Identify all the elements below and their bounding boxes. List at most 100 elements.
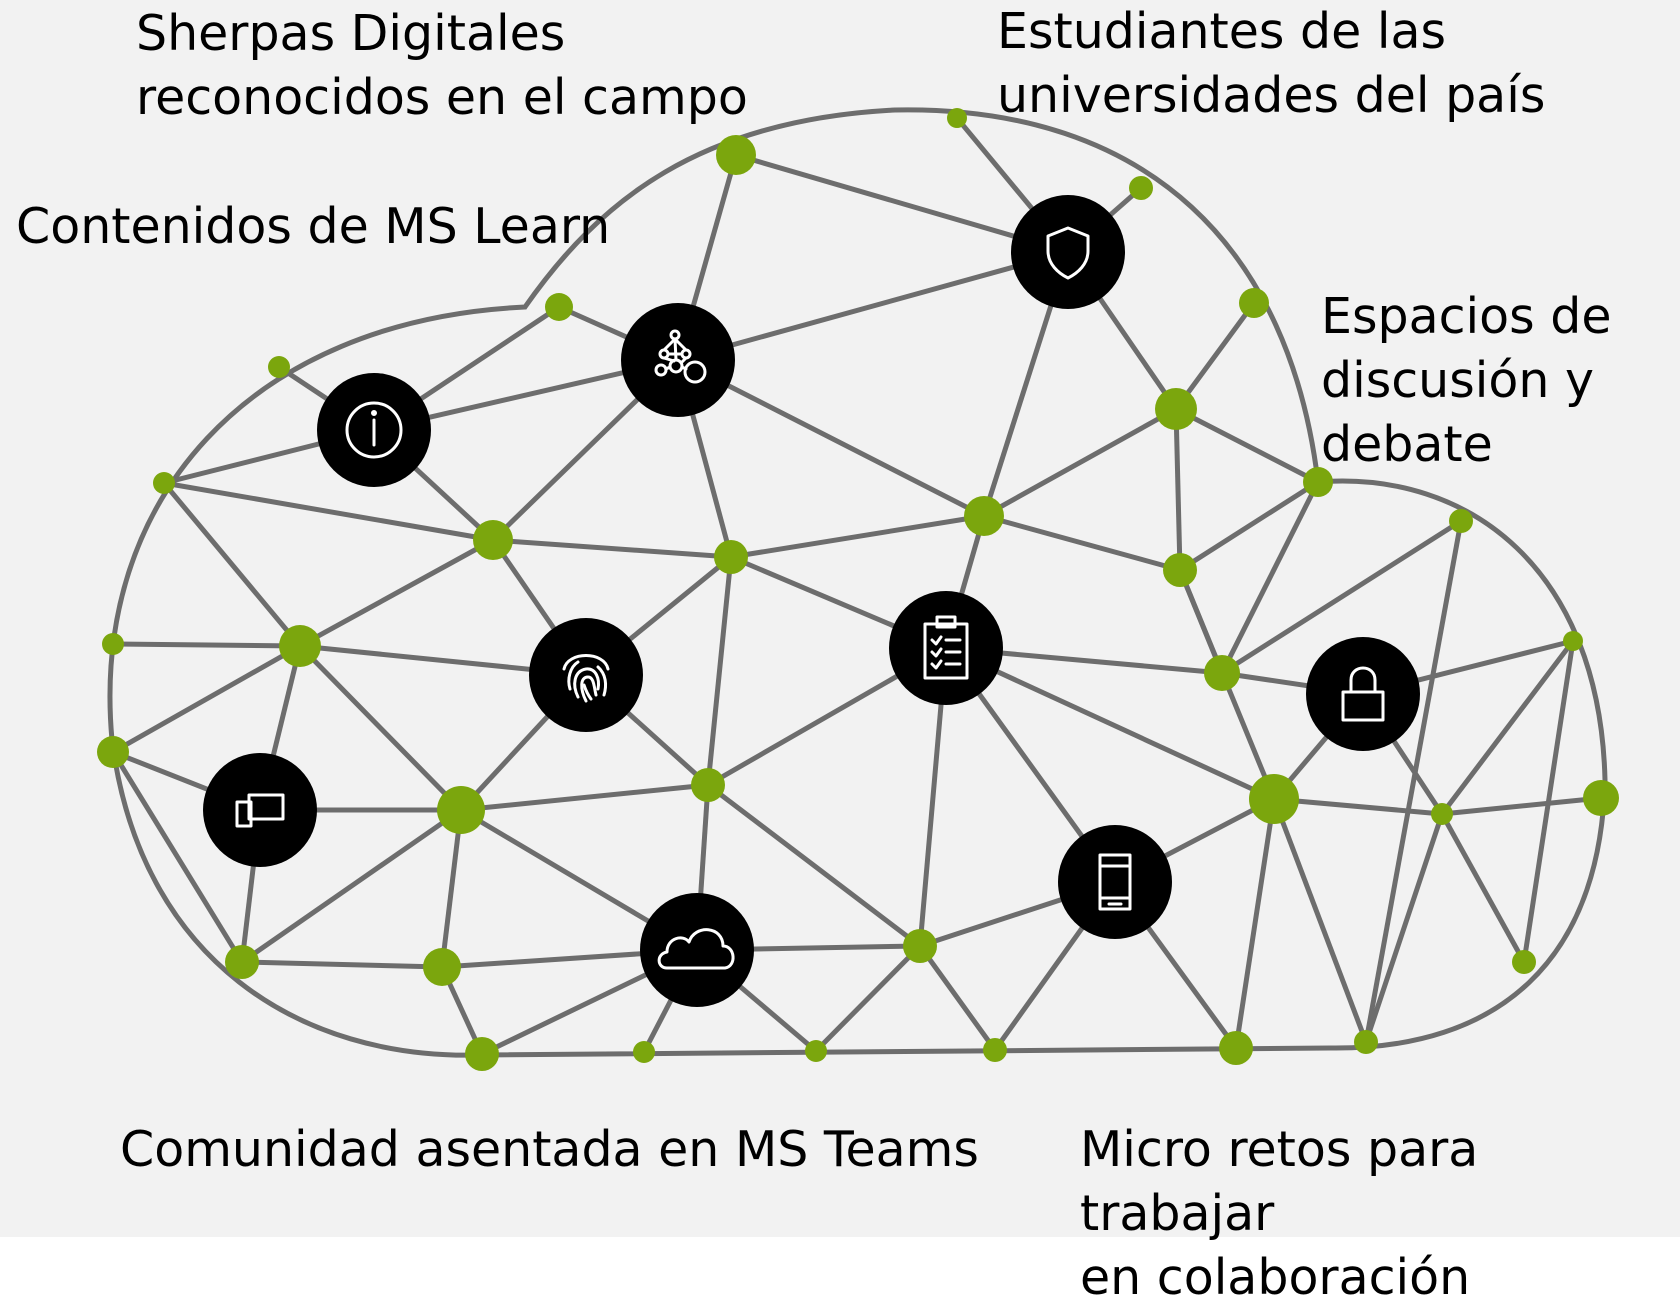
label-estudiantes: Estudiantes de las universidades del paí… — [997, 3, 1546, 124]
network-edge — [1363, 520, 1464, 1043]
network-nodes — [97, 108, 1619, 1071]
label-micro-retos: Micro retos para trabajar en colaboració… — [1080, 1121, 1479, 1306]
lock-icon — [1306, 637, 1420, 751]
network-node — [716, 135, 756, 175]
network-edge — [1174, 406, 1320, 485]
network-node — [268, 356, 290, 378]
clipboard-checklist-icon — [889, 591, 1003, 705]
network-node — [947, 108, 967, 128]
lock-icon-glyph — [1341, 666, 1385, 722]
icon-circle — [1058, 825, 1172, 939]
network-node — [225, 945, 259, 979]
network-edge — [460, 782, 709, 813]
network-node — [1155, 388, 1197, 430]
fingerprint-icon-glyph — [562, 654, 610, 703]
network-node — [1163, 553, 1197, 587]
network-edge — [492, 537, 732, 560]
icon-circle — [203, 753, 317, 867]
icon-hubs — [203, 195, 1420, 1007]
network-node — [1204, 655, 1240, 691]
network-node — [805, 1040, 827, 1062]
cloud-network-diagram — [97, 107, 1619, 1071]
network-node — [473, 520, 513, 560]
shield-icon-glyph — [1046, 226, 1090, 280]
network-edge — [814, 944, 922, 1053]
network-edge — [1441, 795, 1602, 817]
network-node — [97, 736, 129, 768]
network-edge — [298, 537, 495, 649]
network-edge — [1173, 408, 1183, 571]
shield-icon — [1011, 195, 1125, 309]
network-node — [714, 540, 748, 574]
network-edge — [163, 480, 494, 543]
icon-circle — [640, 893, 754, 1007]
network-edge — [112, 641, 301, 649]
network-edge — [1273, 796, 1443, 817]
fingerprint-icon — [529, 618, 643, 732]
network-node — [153, 472, 175, 494]
network-edge — [1440, 639, 1575, 816]
network-edge — [240, 807, 463, 965]
network-node — [1583, 780, 1619, 816]
devices-icon — [203, 753, 317, 867]
network-edge — [983, 513, 1181, 573]
label-espacios-discusion: Espacios de discusión y debate — [1321, 288, 1612, 473]
network-node — [1249, 774, 1299, 824]
network-node — [1512, 950, 1536, 974]
network-node — [279, 625, 321, 667]
network-edge — [676, 357, 986, 519]
network-node — [1449, 509, 1473, 533]
info-icon-glyph — [345, 401, 403, 459]
smartphone-icon-glyph — [1098, 853, 1132, 911]
network-edge — [1233, 798, 1277, 1049]
network-node — [1431, 803, 1453, 825]
network-node — [964, 496, 1004, 536]
network-edge — [1363, 813, 1445, 1043]
network-edge — [110, 750, 245, 964]
network-edge — [1439, 812, 1527, 964]
network-edge — [439, 809, 464, 968]
network-edge — [917, 944, 998, 1052]
network-nodes-icon — [621, 303, 735, 417]
network-edge — [982, 406, 1178, 519]
network-node — [691, 768, 725, 802]
icon-circle — [1306, 637, 1420, 751]
network-edge — [1219, 480, 1321, 675]
network-node — [545, 293, 573, 321]
network-edge — [1220, 518, 1463, 676]
network-node — [1129, 176, 1153, 200]
label-contenidos-ms-learn: Contenidos de MS Learn — [16, 198, 611, 255]
network-edge — [706, 783, 922, 948]
network-edge — [298, 644, 463, 812]
network-node — [903, 929, 937, 963]
network-edges — [110, 116, 1602, 1057]
network-edge — [1173, 301, 1257, 411]
label-comunidad-ms-teams: Comunidad asentada en MS Teams — [120, 1121, 979, 1178]
clipboard-checklist-icon-glyph — [923, 615, 969, 680]
network-node — [1354, 1030, 1378, 1054]
network-edge — [241, 959, 443, 970]
network-node — [437, 786, 485, 834]
network-node — [633, 1041, 655, 1063]
network-node — [1219, 1031, 1253, 1065]
network-node — [102, 633, 124, 655]
network-edge — [730, 513, 985, 560]
network-edge — [111, 643, 302, 755]
icon-circle — [1011, 195, 1125, 309]
cloud-icon — [640, 893, 754, 1007]
network-node — [423, 948, 461, 986]
network-edge — [677, 249, 1069, 363]
network-nodes-icon-glyph — [654, 329, 707, 384]
network-edge — [944, 645, 1276, 802]
network-edge — [1178, 479, 1320, 573]
info-icon — [317, 373, 431, 487]
smartphone-icon — [1058, 825, 1172, 939]
network-edge — [1271, 798, 1369, 1043]
network-node — [983, 1038, 1007, 1062]
network-node — [465, 1037, 499, 1071]
network-edge — [162, 481, 302, 648]
network-node — [1563, 631, 1583, 651]
devices-icon-glyph — [235, 793, 285, 828]
network-node — [1303, 467, 1333, 497]
